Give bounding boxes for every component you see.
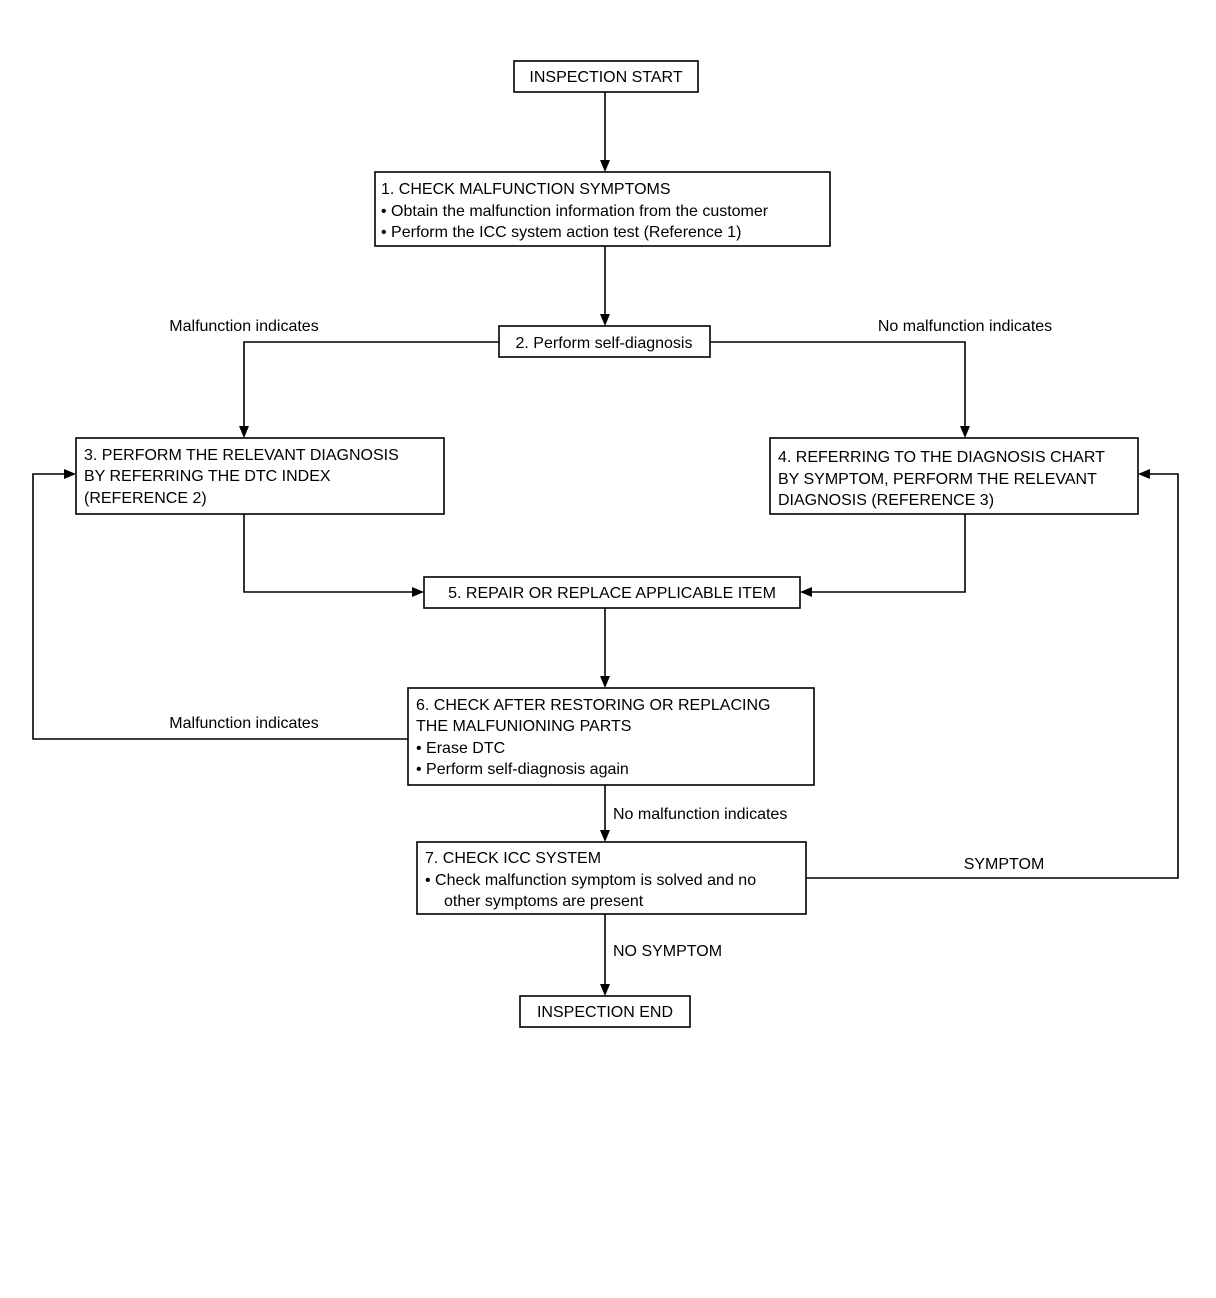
step3-line-1: 3. PERFORM THE RELEVANT DIAGNOSIS (84, 447, 399, 464)
step1-bullet-2: • Perform the ICC system action test (Re… (381, 224, 741, 241)
arrowhead-end (600, 984, 610, 996)
step7-bullet-2: other symptoms are present (444, 893, 644, 910)
step6-bullet-1: • Erase DTC (416, 740, 505, 757)
connector-step2-to-step4 (710, 341, 966, 428)
start-node: INSPECTION START (513, 60, 699, 93)
connector-step2-to-step3 (243, 341, 499, 428)
arrowhead-step5-left (412, 587, 424, 597)
step1-bullet-1: • Obtain the malfunction information fro… (381, 203, 769, 220)
step6-bullet-2: • Perform self-diagnosis again (416, 761, 629, 778)
step7-bullet-1: • Check malfunction symptom is solved an… (425, 872, 756, 889)
arrowhead-step4-top (960, 426, 970, 438)
step3-node: 3. PERFORM THE RELEVANT DIAGNOSIS BY REF… (75, 437, 445, 515)
edge-label-no-malfunction-down: No malfunction indicates (613, 806, 787, 823)
end-node-label: INSPECTION END (537, 1004, 673, 1021)
arrowhead-step3-top (239, 426, 249, 438)
step3-line-3: (REFERENCE 2) (84, 490, 207, 507)
arrowheads (64, 160, 1150, 996)
arrowhead-step4-right (1138, 469, 1150, 479)
step4-line-1: 4. REFERRING TO THE DIAGNOSIS CHART (778, 449, 1105, 466)
step4-line-3: DIAGNOSIS (REFERENCE 3) (778, 492, 994, 509)
connector-step6-loop-to-step3 (32, 473, 408, 740)
edge-label-no-malfunction-right: No malfunction indicates (878, 318, 1052, 335)
step4-line-2: BY SYMPTOM, PERFORM THE RELEVANT (778, 471, 1097, 488)
arrowhead-step6 (600, 676, 610, 688)
step6-line-1: 6. CHECK AFTER RESTORING OR REPLACING (416, 697, 770, 714)
arrowhead-step7 (600, 830, 610, 842)
step1-title: 1. CHECK MALFUNCTION SYMPTOMS (381, 181, 671, 198)
step6-line-2: THE MALFUNIONING PARTS (416, 718, 631, 735)
arrowhead-step5-right (800, 587, 812, 597)
step3-line-2: BY REFERRING THE DTC INDEX (84, 468, 331, 485)
step1-node: 1. CHECK MALFUNCTION SYMPTOMS • Obtain t… (374, 171, 831, 247)
step2-node: 2. Perform self-diagnosis (498, 325, 711, 358)
step7-title: 7. CHECK ICC SYSTEM (425, 850, 601, 867)
arrowhead-step2 (600, 314, 610, 326)
step5-label: 5. REPAIR OR REPLACE APPLICABLE ITEM (448, 585, 776, 602)
end-node: INSPECTION END (519, 995, 691, 1028)
step2-label: 2. Perform self-diagnosis (516, 335, 693, 352)
edge-labels: Malfunction indicates No malfunction ind… (169, 318, 1052, 960)
edge-label-malfunction-left: Malfunction indicates (169, 318, 318, 335)
connector-step4-to-step5 (810, 514, 966, 593)
edge-label-symptom: SYMPTOM (964, 856, 1045, 873)
connectors (32, 92, 1179, 986)
connector-step7-loop-to-step4 (806, 473, 1179, 879)
arrowhead-step3-left (64, 469, 76, 479)
edge-label-no-symptom: NO SYMPTOM (613, 943, 722, 960)
arrowhead-step1 (600, 160, 610, 172)
step7-node: 7. CHECK ICC SYSTEM • Check malfunction … (416, 841, 807, 915)
step4-node: 4. REFERRING TO THE DIAGNOSIS CHART BY S… (769, 437, 1139, 515)
start-node-label: INSPECTION START (529, 69, 682, 86)
edge-label-malfunction-loop: Malfunction indicates (169, 715, 318, 732)
step6-node: 6. CHECK AFTER RESTORING OR REPLACING TH… (407, 687, 815, 786)
connector-step3-to-step5 (243, 514, 414, 593)
step5-node: 5. REPAIR OR REPLACE APPLICABLE ITEM (423, 576, 801, 609)
